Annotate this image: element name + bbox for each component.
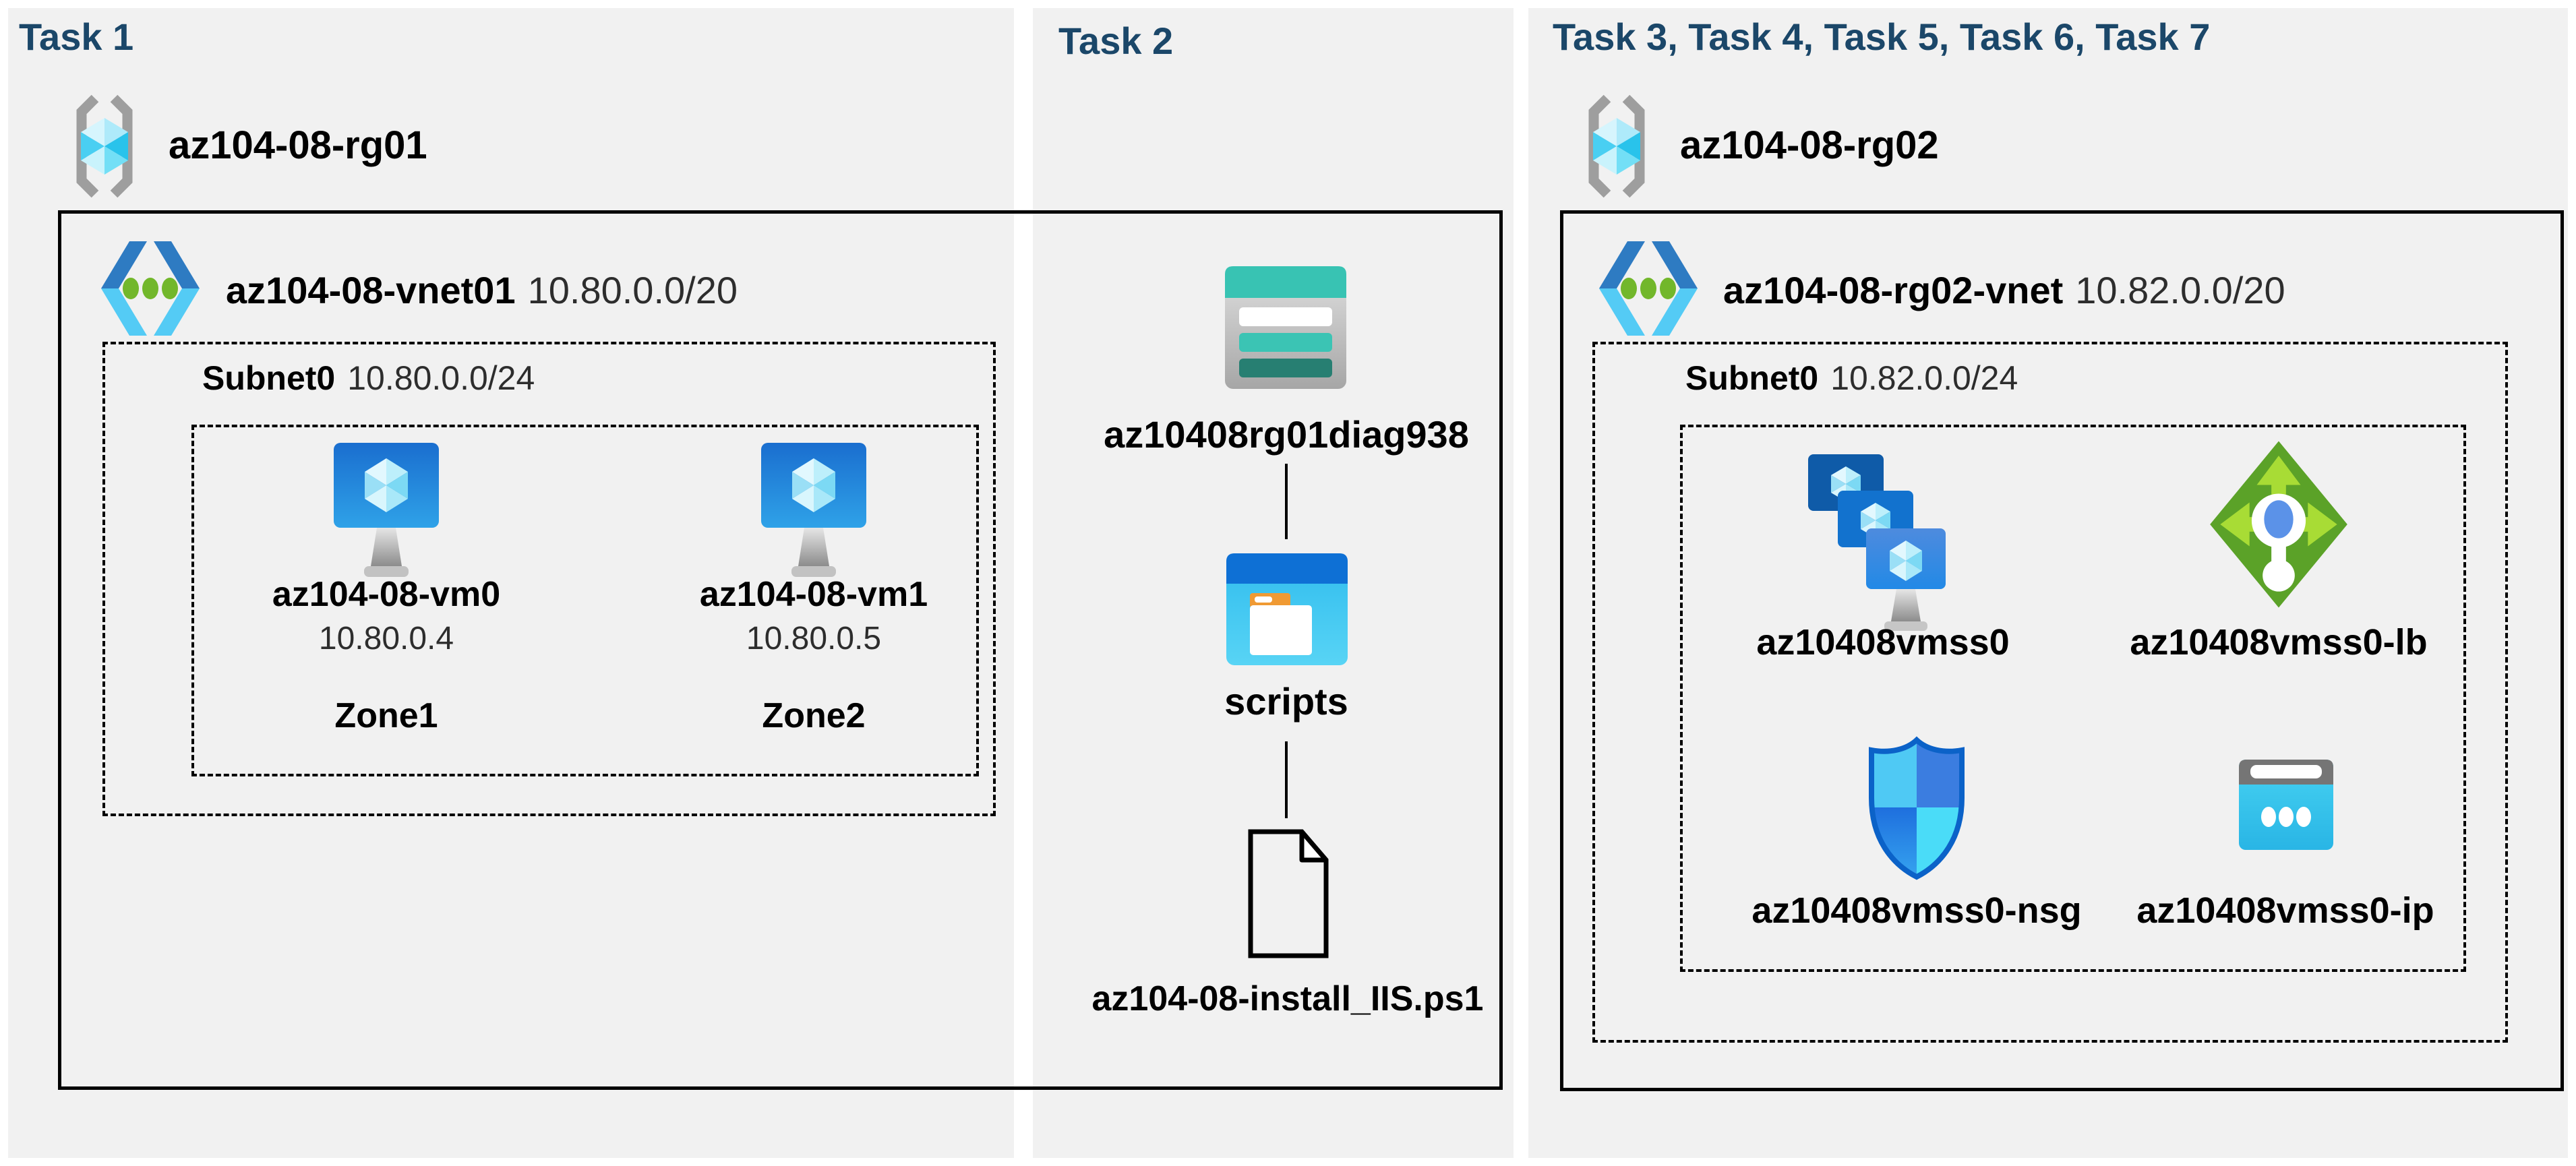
- public-ip-label: az10408vmss0-ip: [2136, 890, 2434, 931]
- task2-title: Task 2: [1058, 20, 1174, 62]
- storage-account-label: az10408rg01diag938: [1104, 413, 1469, 456]
- task1-zone-box: [191, 425, 979, 776]
- task3-vnet-box: [1560, 210, 2564, 1091]
- task1-title: Task 1: [19, 16, 134, 58]
- vm-scale-set-icon: [1799, 445, 1967, 647]
- vm0-name: az104-08-vm0: [272, 575, 501, 614]
- blob-container-icon: [1224, 551, 1350, 667]
- subnet-cidr: 10.80.0.0/24: [347, 359, 535, 397]
- resource-group-icon: [1576, 89, 1657, 204]
- load-balancer-icon: [2205, 437, 2353, 612]
- vm1-name: az104-08-vm1: [699, 575, 928, 614]
- task3-resources-box: [1680, 425, 2466, 972]
- task3-resource-group-label: az104-08-rg02: [1680, 123, 1939, 167]
- task1-resource-group-label: az104-08-rg01: [169, 123, 427, 167]
- task3-title: Task 3, Task 4, Task 5, Task 6, Task 7: [1553, 16, 2211, 58]
- connector-storage-to-container: [1285, 464, 1288, 539]
- network-security-group-icon: [1866, 736, 1967, 881]
- vm1-zone: Zone2: [762, 696, 866, 735]
- task1-subnet-box: [102, 342, 996, 816]
- container-label: scripts: [1224, 680, 1348, 723]
- vnet-name: az104-08-rg02-vnet: [1723, 269, 2064, 311]
- task1-subnet-label: Subnet0 10.80.0.0/24: [202, 359, 535, 398]
- vmss-label: az10408vmss0: [1756, 622, 2010, 663]
- connector-container-to-file: [1285, 741, 1288, 818]
- virtual-network-icon: [1591, 235, 1706, 342]
- subnet-cidr: 10.82.0.0/24: [1830, 359, 2018, 397]
- virtual-machine-icon: [332, 441, 440, 586]
- vnet-cidr: 10.82.0.0/20: [2075, 269, 2285, 311]
- panel-task1: [8, 8, 1014, 1158]
- task3-subnet-label: Subnet0 10.82.0.0/24: [1685, 359, 2018, 398]
- vnet-name: az104-08-vnet01: [226, 269, 516, 311]
- task1-vnet-box: [58, 210, 1503, 1090]
- script-file-label: az104-08-install_IIS.ps1: [1091, 979, 1484, 1018]
- script-file-icon: [1244, 826, 1333, 961]
- subnet-name: Subnet0: [202, 359, 336, 397]
- subnet-name: Subnet0: [1685, 359, 1819, 397]
- vm0-ip: 10.80.0.4: [318, 621, 454, 656]
- virtual-network-icon: [93, 235, 208, 342]
- storage-account-icon: [1223, 264, 1348, 391]
- load-balancer-label: az10408vmss0-lb: [2130, 622, 2428, 663]
- panel-task3: [1528, 8, 2568, 1158]
- task3-subnet-box: [1592, 342, 2508, 1043]
- task3-vnet-label: az104-08-rg02-vnet 10.82.0.0/20: [1723, 268, 2285, 312]
- virtual-machine-icon: [760, 441, 868, 586]
- vnet-cidr: 10.80.0.0/20: [527, 269, 738, 311]
- resource-group-icon: [64, 89, 145, 204]
- task1-vnet-label: az104-08-vnet01 10.80.0.0/20: [226, 268, 738, 312]
- vm0-zone: Zone1: [334, 696, 438, 735]
- nsg-label: az10408vmss0-nsg: [1751, 890, 2082, 931]
- public-ip-icon: [2237, 758, 2335, 852]
- vm1-ip: 10.80.0.5: [746, 621, 882, 656]
